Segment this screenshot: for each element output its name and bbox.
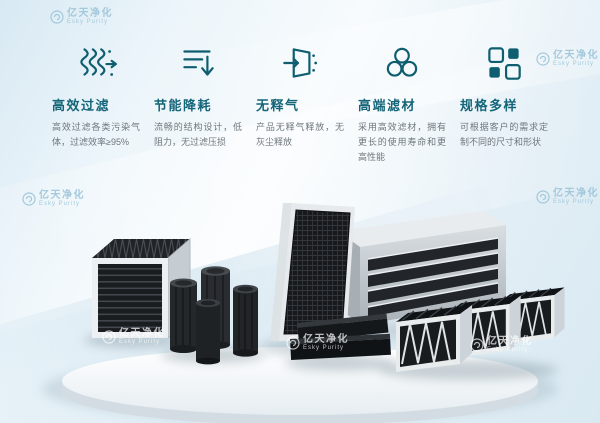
- filter-flow-icon: [80, 48, 117, 76]
- brand-name-cn: 亿天净化: [119, 328, 165, 339]
- brand-logo-icon: [536, 52, 550, 66]
- energy-saving-icon: [183, 50, 214, 76]
- platform-side: [62, 381, 538, 423]
- feature-title: 规格多样: [460, 98, 519, 113]
- brand-logo-icon: [22, 192, 36, 206]
- brand-name-en: Esky Purity: [67, 19, 109, 25]
- feature-desc: 采用高效滤材，拥有更长的使用寿命和更高性能: [358, 122, 446, 163]
- no-offgas-icon: [283, 48, 318, 78]
- brand-name-cn: 亿天净化: [487, 336, 533, 347]
- brand-name-en: Esky Purity: [39, 201, 81, 207]
- feature-no-offgas: 无释气 产品无释气释放，无灰尘释放: [256, 40, 344, 165]
- brand-name-en: Esky Purity: [487, 347, 529, 353]
- brand-logo-icon: [50, 10, 64, 24]
- feature-title: 高端滤材: [358, 98, 417, 113]
- feature-filtration: 高效过滤 高效过滤各类污染气体，过滤效率≥95%: [52, 40, 140, 165]
- brand-logo-icon: [470, 338, 484, 352]
- feature-varied-sizes: 规格多样 可根据客户的需求定制不同的尺寸和形状: [460, 40, 548, 165]
- feature-desc: 产品无释气释放，无灰尘释放: [256, 122, 344, 148]
- feature-energy-saving: 节能降耗 流畅的结构设计，低阻力，无过滤压损: [154, 40, 242, 165]
- product-flat-boxes: [290, 313, 391, 360]
- brand-name-cn: 亿天净化: [39, 190, 85, 201]
- feature-desc: 高效过滤各类污染气体，过滤效率≥95%: [52, 122, 140, 148]
- brand-logo-icon: [536, 190, 550, 204]
- feature-desc: 可根据客户的需求定制不同的尺寸和形状: [460, 122, 548, 148]
- brand-logo-icon: [102, 330, 116, 344]
- brand-name-en: Esky Purity: [553, 61, 595, 67]
- brand-name-en: Esky Purity: [553, 199, 595, 205]
- feature-row: 高效过滤 高效过滤各类污染气体，过滤效率≥95% 节能降耗 流畅的结构设计，低阻…: [52, 40, 548, 165]
- varied-sizes-icon: [488, 47, 521, 80]
- brand-name-cn: 亿天净化: [67, 8, 113, 19]
- brand-name-cn: 亿天净化: [303, 334, 349, 345]
- feature-premium-media: 高端滤材 采用高效滤材，拥有更长的使用寿命和更高性能: [358, 40, 446, 165]
- product-panel-filter: [270, 203, 355, 341]
- product-louver-housing: [338, 211, 506, 325]
- feature-title: 节能降耗: [154, 98, 213, 113]
- premium-media-icon: [386, 47, 418, 77]
- feature-title: 高效过滤: [52, 98, 111, 113]
- feature-title: 无释气: [256, 98, 300, 113]
- brand-name-en: Esky Purity: [119, 339, 161, 345]
- product-stage: [42, 203, 566, 423]
- product-box-filter: [92, 237, 191, 340]
- brand-logo-icon: [286, 336, 300, 350]
- brand-name-en: Esky Purity: [303, 345, 345, 351]
- feature-desc: 流畅的结构设计，低阻力，无过滤压损: [154, 122, 242, 148]
- product-carbon-cylinders: [170, 266, 258, 365]
- brand-name-cn: 亿天净化: [553, 50, 599, 61]
- brand-name-cn: 亿天净化: [553, 188, 599, 199]
